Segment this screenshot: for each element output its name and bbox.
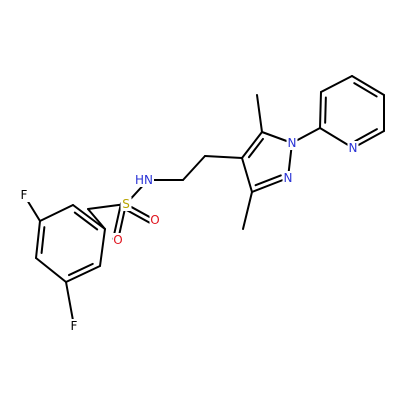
- bond-a2-a3: [35, 220, 41, 259]
- bond-a3-a4: [35, 257, 67, 283]
- bond-a5-a6: [99, 228, 106, 267]
- atom-label-f-top: F: [21, 188, 28, 202]
- bond-a1-a2: [39, 204, 74, 222]
- bond-a6-ch2: [87, 208, 106, 230]
- bond-a4-a5: [65, 265, 101, 283]
- bond-pz4-pz5-inner: [247, 137, 264, 159]
- atom-label-n-pyrazole-2: N: [284, 171, 293, 185]
- bond-py2-py3: [320, 75, 353, 93]
- atom-label-nh: HN: [135, 173, 153, 187]
- atom-labels: F F S O O HN N N N: [18, 136, 359, 333]
- atom-label-background: [134, 173, 154, 187]
- atom-label-background: [286, 136, 298, 150]
- bond-py1-py2-inner: [324, 96, 327, 124]
- bond-pz2-pz3: [251, 177, 289, 193]
- atom-label-background: [68, 319, 80, 333]
- atom-label-o-right: O: [150, 213, 159, 227]
- bond-a2-a3-inner: [40, 226, 46, 254]
- bond-s-o1-second: [112, 201, 123, 240]
- atom-label-s: S: [122, 197, 130, 211]
- atom-label-n-pyridine: N: [349, 141, 358, 155]
- bond-py5-py6-inner: [354, 128, 378, 143]
- bond-ch2-s: [87, 203, 127, 210]
- bond-a6-a1: [72, 204, 106, 230]
- atom-label-o-left: O: [113, 233, 122, 247]
- bond-pz3-pz4: [241, 157, 253, 193]
- atom-label-background: [149, 213, 161, 227]
- bond-a6-a1-inner: [73, 211, 99, 231]
- bond-c1-c2: [182, 155, 206, 181]
- bond-pz2-pz3-inner: [254, 174, 282, 187]
- bond-pz3-me3: [242, 191, 253, 230]
- bond-py1-py2: [319, 91, 322, 129]
- bond-pz4-pz5: [241, 131, 263, 159]
- bond-s-o2-second: [122, 207, 154, 226]
- bond-a4-a5-inner: [67, 262, 94, 277]
- atom-label-background: [120, 197, 132, 211]
- atom-label-background: [112, 233, 124, 247]
- bond-pz5-me5: [256, 94, 263, 133]
- bond-py3-py4-inner: [353, 82, 378, 98]
- atom-label-background: [18, 188, 30, 202]
- atom-label-background: [282, 171, 294, 185]
- atom-label-f-bottom: F: [71, 319, 78, 333]
- bond-py3-py4: [351, 75, 385, 96]
- bond-a4-f: [65, 281, 75, 327]
- bonds: [23, 75, 385, 327]
- atom-label-background: [347, 141, 359, 155]
- bond-c2-pz4: [204, 155, 243, 159]
- atom-label-n-pyrazole-1: N: [288, 136, 297, 150]
